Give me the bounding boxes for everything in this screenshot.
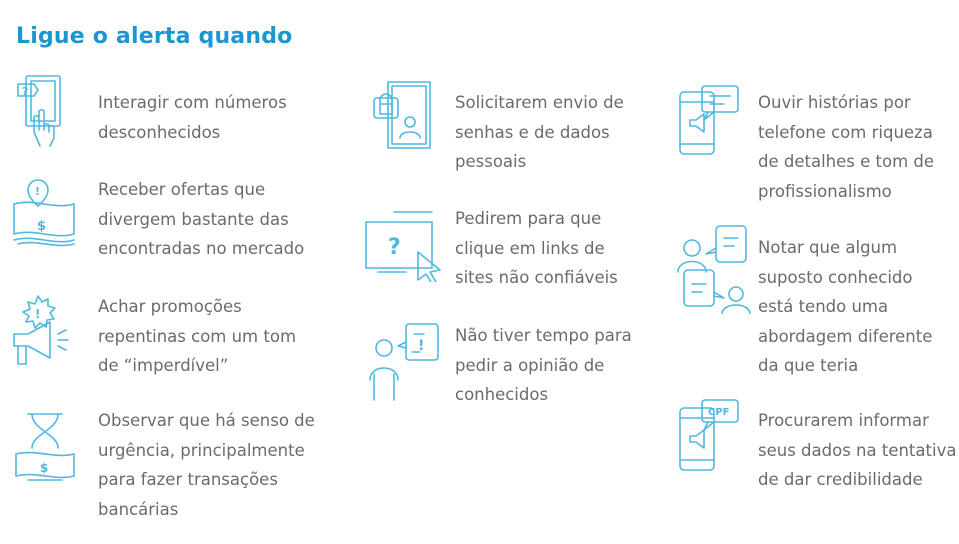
svg-text:!: !: [35, 307, 40, 321]
lock-user-card-icon: [370, 78, 436, 152]
svg-text:$: $: [37, 219, 46, 234]
megaphone-alert-icon: !: [8, 294, 74, 368]
svg-text:?: ?: [388, 235, 401, 260]
two-people-chat-icon: [676, 222, 754, 315]
alert-item-text: Não tiver tempo para pedir a opinião de …: [455, 326, 632, 404]
alert-item-text: Achar promoções repentinas com um tom de…: [98, 297, 297, 375]
page-title: Ligue o alerta quando: [16, 24, 293, 49]
alert-item-text: Notar que algum suposto conhecido está t…: [758, 238, 933, 375]
svg-text:$: $: [40, 461, 48, 475]
money-alert-icon: !$: [10, 178, 76, 252]
phone-speaker-chat-icon: [678, 84, 742, 158]
alert-item-text: Ouvir histórias por telefone com riqueza…: [758, 93, 935, 201]
screen-question-cursor-icon: ?: [364, 208, 444, 285]
phone-cpf-icon: CPF: [678, 398, 742, 472]
alert-item-text: Solicitarem envio de senhas e de dados p…: [455, 93, 624, 171]
alert-item-text: Procurarem informar seus dados na tentat…: [758, 411, 957, 489]
person-alert-speech-icon: !: [366, 320, 442, 402]
svg-text:!: !: [418, 338, 424, 354]
alert-item-text: Interagir com números desconhecidos: [98, 93, 287, 142]
alert-item-text: Observar que há senso de urgência, princ…: [98, 411, 315, 519]
svg-text:!: !: [35, 185, 40, 198]
alert-item-text: Pedirem para que clique em links de site…: [455, 209, 618, 287]
alert-item-text: Receber ofertas que divergem bastante da…: [98, 180, 305, 258]
svg-text:?: ?: [22, 85, 28, 98]
phone-question-touch-icon: ?: [12, 74, 78, 148]
hourglass-money-icon: $: [12, 410, 78, 484]
cpf-badge-text: CPF: [708, 407, 730, 418]
